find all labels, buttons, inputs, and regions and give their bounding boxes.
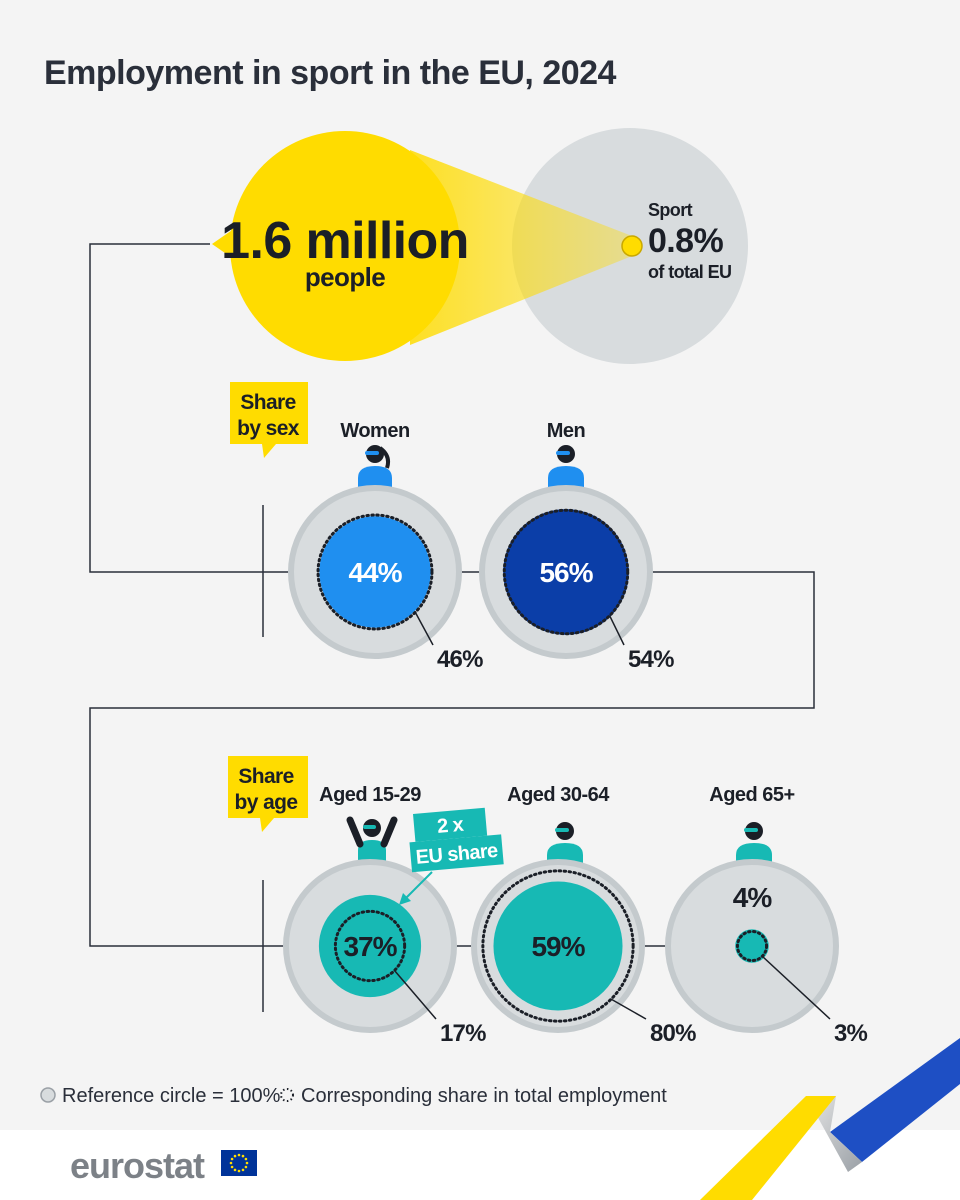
eu-flag-star [245,1161,249,1165]
sport-share-bubble-0-0 [319,516,431,628]
decorative-ribbon [700,1038,960,1200]
sex-tag-line1: Share [240,391,295,414]
total-share-label-1-1: 80% [650,1020,696,1047]
category-label-0-1: Men [547,420,586,442]
eu-flag-star [229,1161,233,1165]
leader-line-1-2 [761,955,831,1020]
total-share-label-1-2: 3% [834,1020,868,1047]
eu-flag-star [233,1154,237,1158]
sex-tag-line2: by sex [237,417,300,440]
eu-flag-star [230,1165,234,1169]
category-label-0-0: Women [340,420,409,442]
eu-flag-star [233,1168,237,1172]
page-title: Employment in sport in the EU, 2024 [44,54,617,92]
eurostat-wordmark: eurostat [70,1145,205,1186]
eu-flag-star [230,1157,234,1161]
sport-share-label-1-2: 4% [733,882,773,913]
eurostat-logo: eurostat [70,1145,257,1186]
total-share-ring-1-1 [481,869,635,1023]
eu-share-callout: 2 x EU share [399,807,504,905]
total-share-label-0-1: 54% [628,646,674,673]
sport-share-note: of total EU [648,262,731,282]
legend-dotted-swatch [280,1088,294,1102]
total-share-ring-1-2 [735,929,769,963]
headline-group: 1.6 million people Sport 0.8% of total E… [212,128,748,364]
eu-flag-star [241,1154,245,1158]
total-share-ring-1-0 [333,909,407,983]
sport-share-label-1-1: 59% [531,931,585,962]
leader-line-0-0 [414,611,434,646]
total-share-label-0-0: 46% [437,646,483,673]
category-label-1-1: Aged 30-64 [507,784,610,806]
total-share-label-1-0: 17% [440,1020,486,1047]
legend-corresponding-label: Corresponding share in total employment [301,1085,667,1107]
sport-share-bubble-1-2 [735,929,769,963]
category-label-1-0: Aged 15-29 [319,784,421,806]
young-person-icon [346,816,398,866]
age-tag-line2: by age [235,791,298,814]
sport-dot [621,235,643,257]
eu-flag-star [244,1157,248,1161]
eu-flag-star [237,1153,241,1157]
legend-reference-label: Reference circle = 100% [62,1085,281,1107]
category-label-1-2: Aged 65+ [709,784,794,806]
eu-flag-star [237,1169,241,1173]
sport-share: 0.8% [648,222,723,260]
sex-section-tag: Share by sex [230,382,308,458]
footer-band [0,1130,960,1200]
highlight-beam [410,150,632,345]
leader-line-1-1 [610,998,647,1020]
headline-unit: people [305,262,385,292]
men-person-icon [548,445,584,489]
sport-share-label-0-1: 56% [539,557,593,588]
leader-line-0-1 [608,615,625,646]
eu-flag-star [244,1165,248,1169]
sport-share-bubble-1-1 [493,881,623,1011]
callout-line1: 2 x [436,814,464,838]
total-share-ring-0-0 [316,513,434,631]
sport-share-bubble-0-1 [503,509,629,635]
sport-share-label-1-0: 37% [343,931,397,962]
women-person-icon [358,445,392,489]
eu-flag-stars [229,1153,249,1173]
connector-lines [89,243,815,1012]
sport-label: Sport [648,200,693,220]
employment-total-circle [230,131,460,361]
total-share-ring-0-1 [502,508,630,636]
headline-value: 1.6 million [221,212,469,270]
eu-flag-star [241,1168,245,1172]
legend-reference-swatch [40,1087,56,1103]
legend: Reference circle = 100% Corresponding sh… [40,1085,667,1107]
sport-share-label-0-0: 44% [348,557,402,588]
chart-marks: Women 46% 44% Men 54% 56% Aged 15-29 17% 37% Aged… [283,420,868,1047]
leader-line-1-0 [393,970,437,1020]
age-section-tag: Share by age [228,756,308,832]
age-tag-line1: Share [238,765,293,788]
